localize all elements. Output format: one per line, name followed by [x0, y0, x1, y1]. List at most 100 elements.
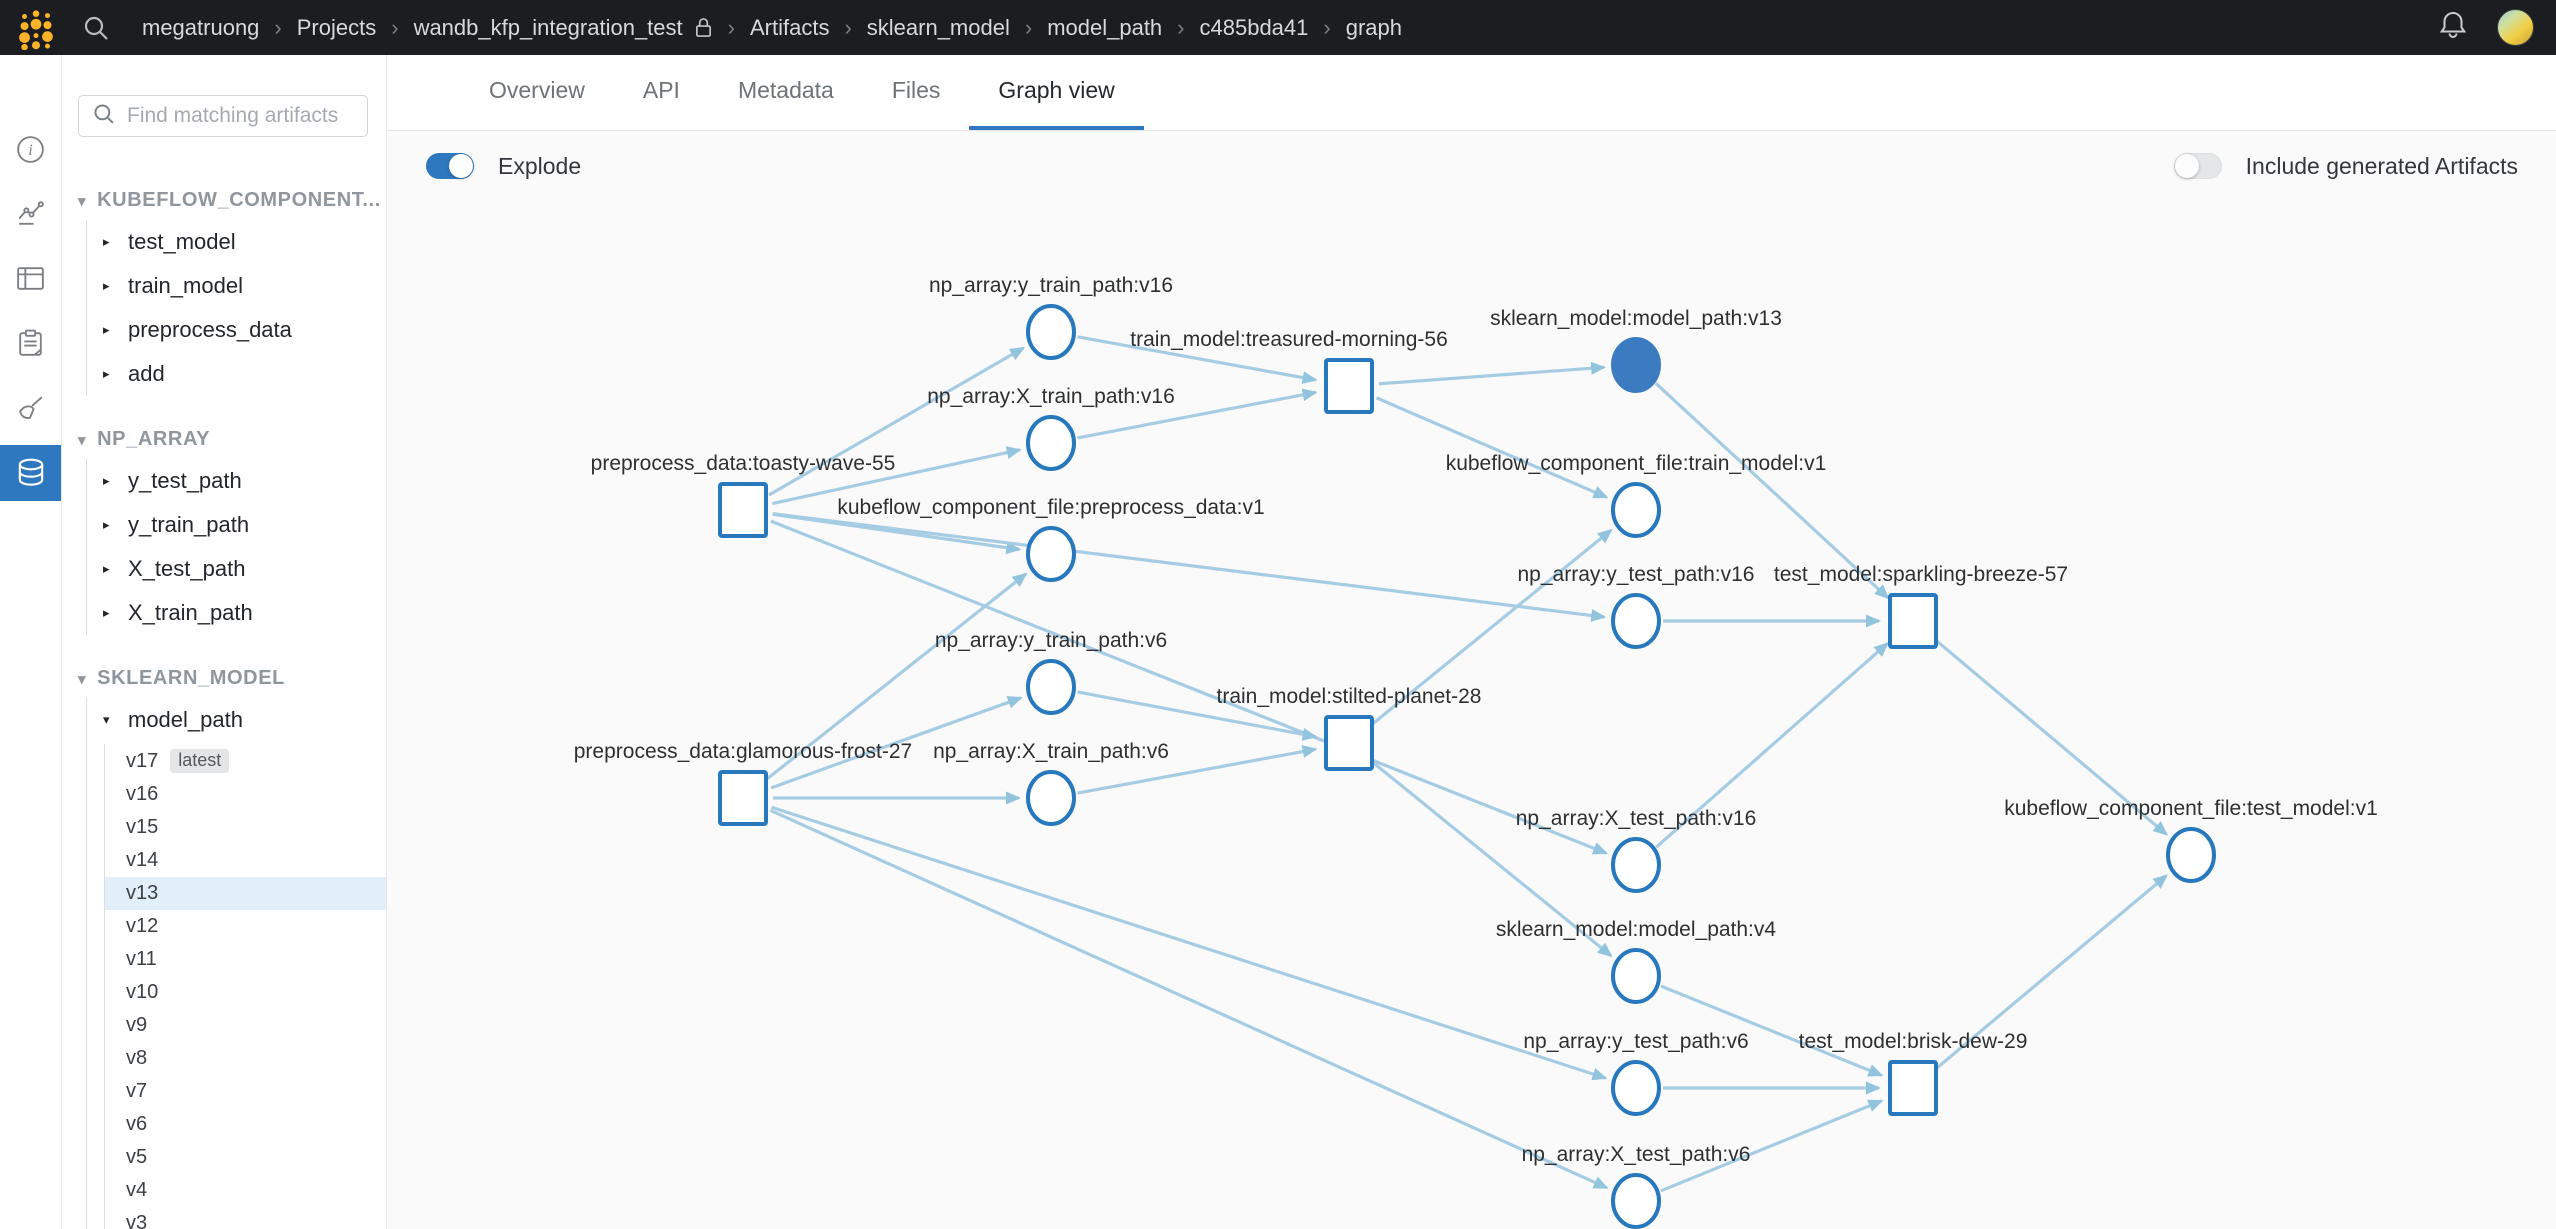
- graph-node-label-X_test6: np_array:X_test_path:v6: [1522, 1143, 1751, 1166]
- version-v3[interactable]: v3: [105, 1207, 386, 1229]
- version-v4[interactable]: v4: [105, 1174, 386, 1207]
- avatar[interactable]: [2497, 9, 2534, 46]
- tree-item-add[interactable]: ▸add: [87, 352, 386, 396]
- version-v11[interactable]: v11: [105, 943, 386, 976]
- graph-node-X_test16[interactable]: [1611, 837, 1661, 893]
- graph-node-X_train16[interactable]: [1026, 415, 1076, 471]
- explode-toggle[interactable]: [426, 153, 474, 179]
- chevron-down-icon: ▾: [103, 712, 110, 727]
- graph-node-glamorous[interactable]: [718, 770, 768, 826]
- version-v14[interactable]: v14: [105, 844, 386, 877]
- graph-node-X_test6[interactable]: [1611, 1173, 1661, 1229]
- graph-node-label-model13: sklearn_model:model_path:v13: [1490, 307, 1782, 330]
- graph-node-model4[interactable]: [1611, 948, 1661, 1004]
- version-label: v12: [126, 915, 159, 937]
- graph-node-label-treasured: train_model:treasured-morning-56: [1130, 328, 1448, 351]
- topbar-search-icon[interactable]: [80, 12, 112, 44]
- graph-edge-toasty-to-y_test16: [772, 512, 1607, 622]
- rail-item-logs[interactable]: [0, 315, 61, 371]
- version-v6[interactable]: v6: [105, 1108, 386, 1141]
- include-generated-toggle[interactable]: [2173, 153, 2222, 179]
- graph-node-sparkling[interactable]: [1888, 593, 1938, 649]
- tree-item-X_train_path[interactable]: ▸X_train_path: [87, 591, 386, 635]
- graph-node-treasured[interactable]: [1324, 358, 1374, 414]
- version-v7[interactable]: v7: [105, 1075, 386, 1108]
- rail-item-overview[interactable]: i: [0, 121, 61, 177]
- graph-node-train_file[interactable]: [1611, 482, 1661, 538]
- topbar: megatruong›Projects›wandb_kfp_integratio…: [0, 0, 2556, 55]
- version-label: v15: [126, 816, 159, 838]
- breadcrumb-item-Artifacts[interactable]: Artifacts: [749, 14, 830, 40]
- breadcrumb-item-wandb_kfp_integration_test[interactable]: wandb_kfp_integration_test: [413, 14, 683, 40]
- graph-node-label-X_train16: np_array:X_train_path:v16: [927, 385, 1175, 408]
- tree-item-test_model[interactable]: ▸test_model: [87, 220, 386, 264]
- artifact-search-box[interactable]: [78, 95, 368, 137]
- graph-node-model13[interactable]: [1611, 337, 1661, 393]
- breadcrumb-item-megatruong[interactable]: megatruong: [142, 14, 260, 40]
- tree-section-header-np_array[interactable]: ▾NP_ARRAY: [78, 424, 386, 455]
- tree-section-header-kubeflow_component-[interactable]: ▾KUBEFLOW_COMPONENT...: [78, 185, 386, 216]
- tree-item-X_test_path[interactable]: ▸X_test_path: [87, 547, 386, 591]
- tab-files[interactable]: Files: [891, 77, 941, 103]
- bell-icon[interactable]: [2437, 8, 2469, 47]
- rail-item-tables[interactable]: [0, 250, 61, 306]
- graph-node-y_train6[interactable]: [1026, 659, 1076, 715]
- version-v5[interactable]: v5: [105, 1141, 386, 1174]
- graph-node-toasty[interactable]: [718, 482, 768, 538]
- rail-item-sweeps[interactable]: [0, 380, 61, 436]
- rail-item-artifacts[interactable]: [0, 445, 61, 501]
- tree-item-train_model[interactable]: ▸train_model: [87, 264, 386, 308]
- graph-node-brisk[interactable]: [1888, 1060, 1938, 1116]
- graph-node-stilted[interactable]: [1324, 715, 1374, 771]
- tab-graph-view[interactable]: Graph view: [969, 55, 1144, 130]
- version-label: v5: [126, 1146, 148, 1168]
- tab-metadata[interactable]: Metadata: [737, 77, 834, 103]
- tree-item-y_train_path[interactable]: ▸y_train_path: [87, 503, 386, 547]
- graph-node-y_test6[interactable]: [1611, 1060, 1661, 1116]
- tree-item-label: y_train_path: [128, 512, 250, 537]
- graph-node-test_file[interactable]: [2166, 827, 2216, 883]
- graph-node-preproc_file[interactable]: [1026, 526, 1076, 582]
- chevron-right-icon: ▸: [103, 561, 110, 576]
- include-generated-label: Include generated Artifacts: [2245, 152, 2518, 179]
- breadcrumb-item-sklearn_model[interactable]: sklearn_model: [866, 14, 1010, 40]
- breadcrumb-item-model_path[interactable]: model_path: [1047, 14, 1163, 40]
- tab-api[interactable]: API: [642, 77, 680, 103]
- graph-edge-treasured-to-train_file: [1375, 396, 1609, 499]
- tree-item-preprocess_data[interactable]: ▸preprocess_data: [87, 308, 386, 352]
- graph-node-X_train6[interactable]: [1026, 770, 1076, 826]
- rail-item-charts[interactable]: [0, 185, 61, 241]
- breadcrumb-item-Projects[interactable]: Projects: [296, 14, 377, 40]
- tree-item-y_test_path[interactable]: ▸y_test_path: [87, 459, 386, 503]
- version-label: v13: [126, 882, 159, 904]
- version-v10[interactable]: v10: [105, 976, 386, 1009]
- graph-node-label-test_file: kubeflow_component_file:test_model:v1: [2004, 797, 2378, 820]
- version-label: v9: [126, 1014, 148, 1036]
- version-v9[interactable]: v9: [105, 1009, 386, 1042]
- wandb-logo[interactable]: [14, 6, 58, 50]
- breadcrumb-item-graph[interactable]: graph: [1345, 14, 1402, 40]
- version-label: v11: [126, 948, 157, 970]
- version-v13[interactable]: v13: [105, 877, 386, 910]
- version-v8[interactable]: v8: [105, 1042, 386, 1075]
- version-v15[interactable]: v15: [105, 811, 386, 844]
- graph-node-label-stilted: train_model:stilted-planet-28: [1217, 685, 1482, 708]
- tree-item-label: train_model: [128, 273, 243, 298]
- chart-icon: [14, 197, 47, 230]
- tree-section-header-sklearn_model[interactable]: ▾SKLEARN_MODEL: [78, 663, 386, 694]
- version-v12[interactable]: v12: [105, 910, 386, 943]
- graph-node-label-X_train6: np_array:X_train_path:v6: [933, 740, 1169, 763]
- graph-node-y_train16[interactable]: [1026, 304, 1076, 360]
- version-v16[interactable]: v16: [105, 778, 386, 811]
- tab-overview[interactable]: Overview: [489, 77, 585, 103]
- graph-edge-glamorous-to-X_test6: [769, 808, 1609, 1190]
- search-input[interactable]: [127, 104, 355, 128]
- breadcrumb-item-c485bda41[interactable]: c485bda41: [1199, 14, 1309, 40]
- graph-edge-model4-to-brisk: [1660, 984, 1884, 1077]
- chevron-down-icon: ▾: [78, 431, 87, 449]
- graph-node-y_test16[interactable]: [1611, 593, 1661, 649]
- tree-item-model_path[interactable]: ▾model_path: [87, 698, 386, 742]
- graph-node-label-glamorous: preprocess_data:glamorous-frost-27: [574, 740, 913, 763]
